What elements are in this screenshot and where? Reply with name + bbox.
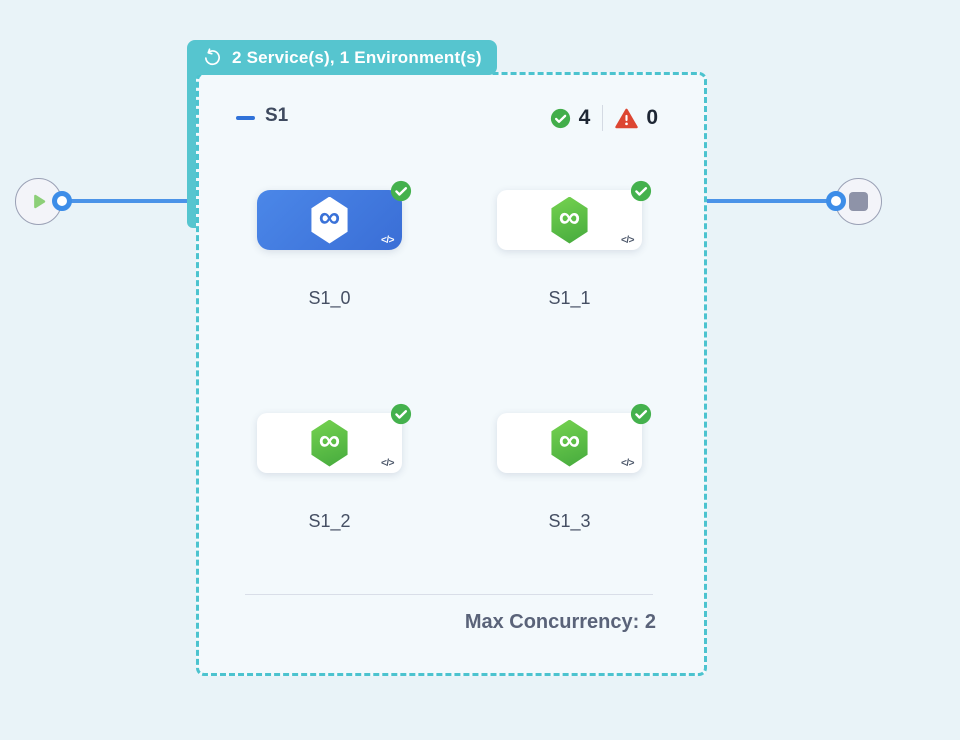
service-card-s1-3[interactable]: ∞ </> — [497, 403, 652, 473]
code-icon: </> — [621, 235, 634, 246]
code-icon: </> — [381, 458, 394, 469]
code-icon: </> — [381, 235, 394, 246]
service-card-s1-2[interactable]: ∞ </> — [257, 403, 412, 473]
stage-group-panel[interactable]: S1 4 0 ∞ </> — [196, 72, 707, 676]
check-circle-icon — [390, 403, 412, 425]
play-icon — [34, 194, 46, 209]
loop-icon — [205, 48, 220, 66]
link-node-right[interactable] — [826, 191, 846, 211]
success-count: 4 — [578, 106, 591, 129]
service-label: S1_1 — [548, 288, 591, 308]
warning-triangle-icon — [615, 108, 639, 128]
infinity-hexagon-icon: ∞ — [311, 196, 348, 244]
stage-status-counts: 4 0 — [550, 105, 658, 131]
infinity-hexagon-icon: ∞ — [311, 419, 348, 467]
flow-connector-left — [68, 199, 190, 203]
stage-summary-badge[interactable]: 2 Service(s), 1 Environment(s) — [187, 40, 497, 75]
code-icon: </> — [621, 458, 634, 469]
check-circle-icon — [630, 180, 652, 202]
service-label: S1_0 — [308, 288, 351, 308]
footer-divider — [245, 594, 653, 595]
flow-connector-right — [704, 199, 830, 203]
check-circle-icon — [550, 108, 570, 128]
failed-count: 0 — [646, 106, 658, 129]
counts-divider — [602, 105, 604, 131]
check-circle-icon — [630, 403, 652, 425]
infinity-hexagon-icon: ∞ — [551, 419, 588, 467]
stage-summary-label: 2 Service(s), 1 Environment(s) — [232, 47, 482, 67]
service-label: S1_2 — [308, 511, 351, 531]
max-concurrency-text: Max Concurrency: 2 — [464, 611, 656, 633]
service-label: S1_3 — [548, 511, 591, 531]
service-card-s1-0[interactable]: ∞ </> — [257, 180, 412, 250]
service-card-s1-1[interactable]: ∞ </> — [497, 180, 652, 250]
link-node-left[interactable] — [52, 191, 72, 211]
stage-name: S1 — [265, 105, 289, 126]
infinity-hexagon-icon: ∞ — [551, 196, 588, 244]
minus-icon[interactable] — [236, 116, 255, 120]
stop-icon — [849, 192, 868, 211]
check-circle-icon — [390, 180, 412, 202]
